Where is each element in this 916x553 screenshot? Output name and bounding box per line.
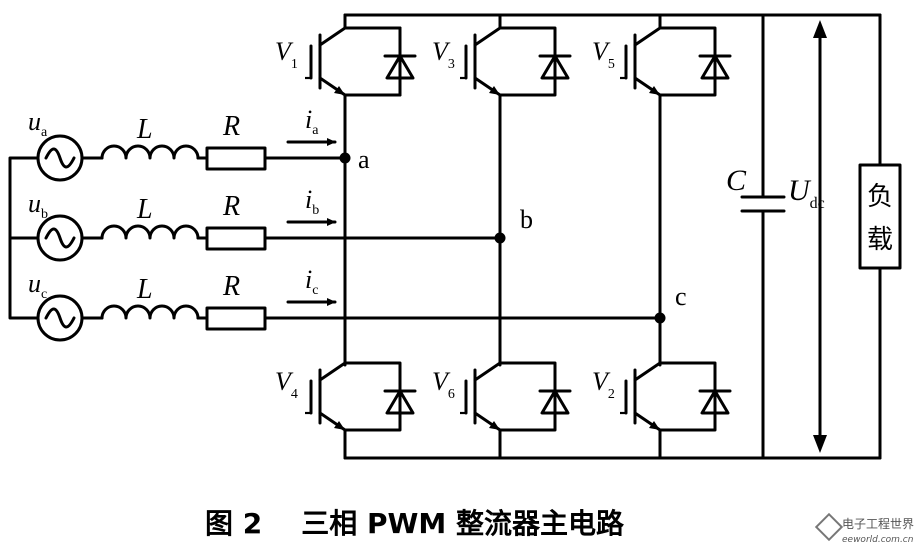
node-dot-c xyxy=(654,312,666,324)
dc-capacitor xyxy=(740,13,786,460)
inductor-b xyxy=(100,224,200,240)
inductor-label-b: L xyxy=(136,194,153,225)
switch-label-v2: V2 xyxy=(592,367,615,402)
resistor-label-c: R xyxy=(222,271,240,302)
switch-label-v1: V1 xyxy=(275,37,298,72)
resistor-b xyxy=(205,226,267,251)
current-label-b: ib xyxy=(305,185,319,218)
resistor-c xyxy=(205,306,267,331)
igbt-v1 xyxy=(305,26,417,97)
capacitor-label: C xyxy=(726,164,747,197)
udc-double-arrow xyxy=(813,20,827,453)
igbt-v4 xyxy=(305,361,417,432)
resistor-a xyxy=(205,146,267,171)
source-label-b: ub xyxy=(28,189,48,222)
node-label-c: c xyxy=(675,282,687,311)
source-neutral-wire xyxy=(8,156,40,320)
switch-label-v3: V3 xyxy=(432,37,455,72)
figure-caption: 图 2 三相 PWM 整流器主电路 xyxy=(205,507,625,540)
inductor-label-c: L xyxy=(136,274,153,305)
node-label-a: a xyxy=(358,145,370,174)
inductor-a xyxy=(100,144,200,160)
node-label-b: b xyxy=(520,205,533,234)
switch-label-v4: V4 xyxy=(275,367,298,402)
source-label-c: uc xyxy=(28,269,47,302)
watermark-top-text: 电子工程世界 xyxy=(842,516,914,531)
source-b xyxy=(36,214,84,262)
load-label-char-1: 负 xyxy=(867,182,893,212)
node-dot-a xyxy=(339,152,351,164)
switch-label-v6: V6 xyxy=(432,367,455,402)
igbt-v3 xyxy=(460,26,572,97)
inductor-c xyxy=(100,304,200,320)
igbt-v2 xyxy=(620,361,732,432)
igbt-v5 xyxy=(620,26,732,97)
source-label-a: ua xyxy=(28,107,48,140)
watermark-bottom-text: eeworld.com.cn xyxy=(842,535,914,545)
igbt-v6 xyxy=(460,361,572,432)
udc-label: Udc xyxy=(788,174,825,212)
inductor-label-a: L xyxy=(136,114,153,145)
load-label-char-2: 载 xyxy=(867,225,893,255)
source-a xyxy=(36,134,84,182)
current-label-c: ic xyxy=(305,265,318,298)
switch-label-v5: V5 xyxy=(592,37,615,72)
node-dot-b xyxy=(494,232,506,244)
load-box xyxy=(858,13,902,460)
current-label-a: ia xyxy=(305,105,319,138)
resistor-label-b: R xyxy=(222,191,240,222)
resistor-label-a: R xyxy=(222,111,240,142)
source-c xyxy=(36,294,84,342)
watermark-logo: 电子工程世界 eeworld.com.cn xyxy=(814,512,914,545)
